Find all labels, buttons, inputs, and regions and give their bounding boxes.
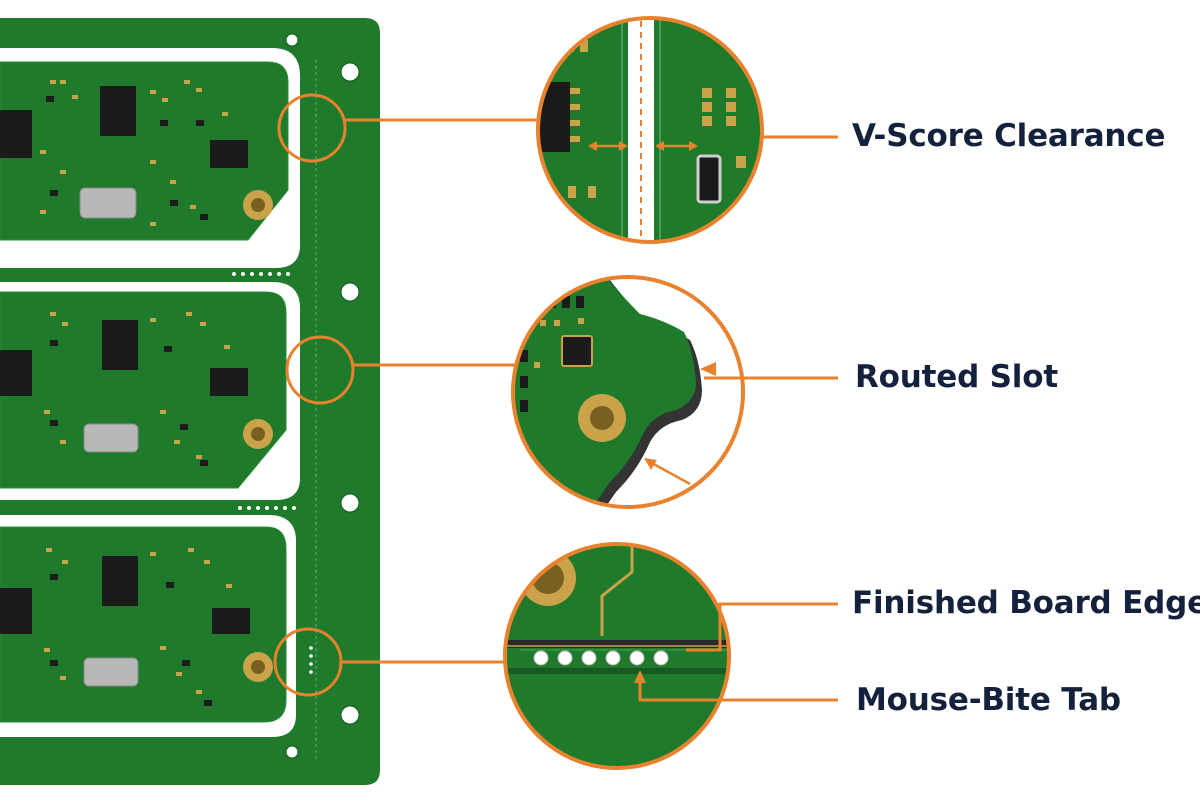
label-mouse-bite-tab: Mouse-Bite Tab [856,682,1121,718]
detail-mouse-bite [505,544,729,768]
label-finished-board-edge: Finished Board Edge [852,585,1200,621]
callout-markers [273,93,540,697]
board-2 [0,291,287,489]
label-v-score-clearance: V-Score Clearance [852,118,1166,154]
tooling-hole-icon [285,33,360,759]
board-2-components [0,312,273,466]
board-3-components [0,548,273,706]
label-routed-slot: Routed Slot [855,359,1058,395]
pcb-panel [0,18,380,785]
board-1-components [0,80,273,226]
board-3 [0,526,287,723]
detail-v-score [538,18,762,242]
detail-routed-slot [513,277,743,507]
